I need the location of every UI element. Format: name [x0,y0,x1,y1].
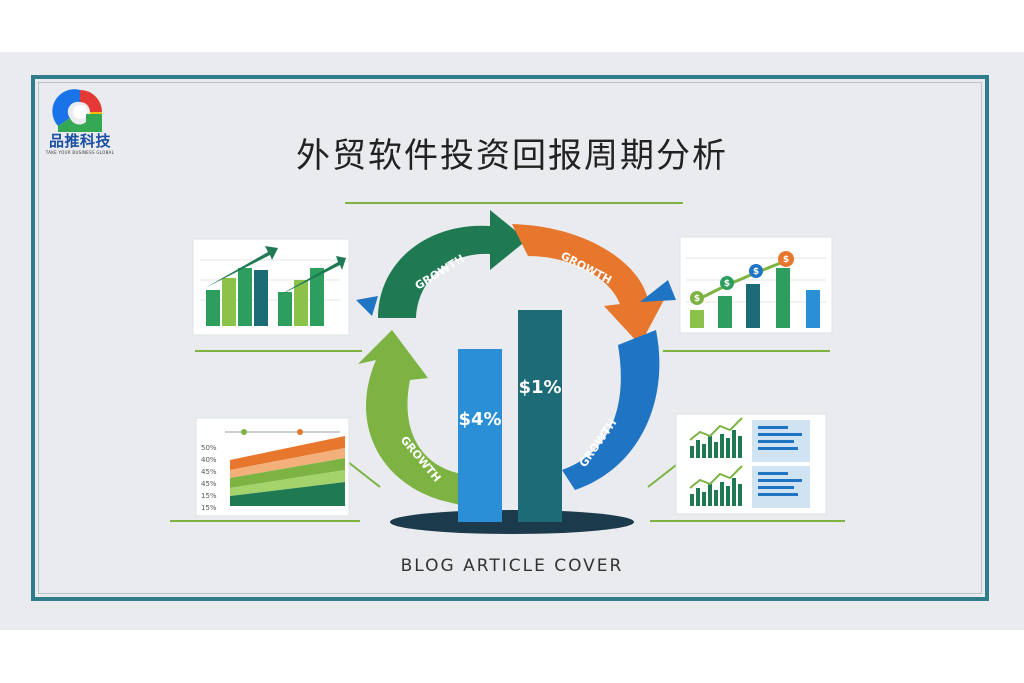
area-axis-label-4: 45% [201,480,217,488]
area-axis-label-2: 40% [201,456,217,464]
center-bar-left [458,349,502,522]
outer-frame [31,75,989,601]
cycle-arrow-blue [562,330,660,490]
page-subtitle: BLOG ARTICLE COVER [400,556,624,576]
area-axis-label-5: 15% [201,492,217,500]
brand-tagline: TAKE YOUR BUSINESS GLOBAL [45,150,115,155]
center-bar-left-label: $4% [458,409,501,430]
center-bar-right [518,310,562,522]
area-axis-label-3: 45% [201,468,217,476]
card-dollar-trend: $ $ $ $ [679,236,833,334]
card-stacked-area: 50% 40% 45% 45% 15% 15% [195,417,350,517]
cycle-arrow-light-green [358,330,462,505]
inner-frame [38,82,982,594]
center-bars: $4% $1% [458,310,562,522]
brand-logo-icon [52,89,102,132]
center-bar-right-label: $1% [518,377,561,398]
decor-lines [170,202,845,522]
cycle-arrow-dark-green [378,210,527,318]
dollar-marker-3: $ [753,267,759,277]
growth-cycle [356,210,676,505]
card-dashboards [675,413,827,515]
area-axis-label-1: 50% [201,444,217,452]
card-bars-growth [192,238,350,336]
center-shadow [390,510,634,534]
accent-arrow [356,296,378,316]
dollar-marker-2: $ [724,279,730,289]
dollar-marker-4: $ [783,255,789,265]
cycle-labels: GROWTH GROWTH GROWTH GROWTH [398,249,620,484]
area-axis-label-6: 15% [201,504,217,512]
page-title: 外贸软件投资回报周期分析 [296,136,728,176]
cycle-arrow-orange [512,224,666,345]
dollar-marker-1: $ [694,294,700,304]
brand-name: 品推科技 [48,132,111,150]
